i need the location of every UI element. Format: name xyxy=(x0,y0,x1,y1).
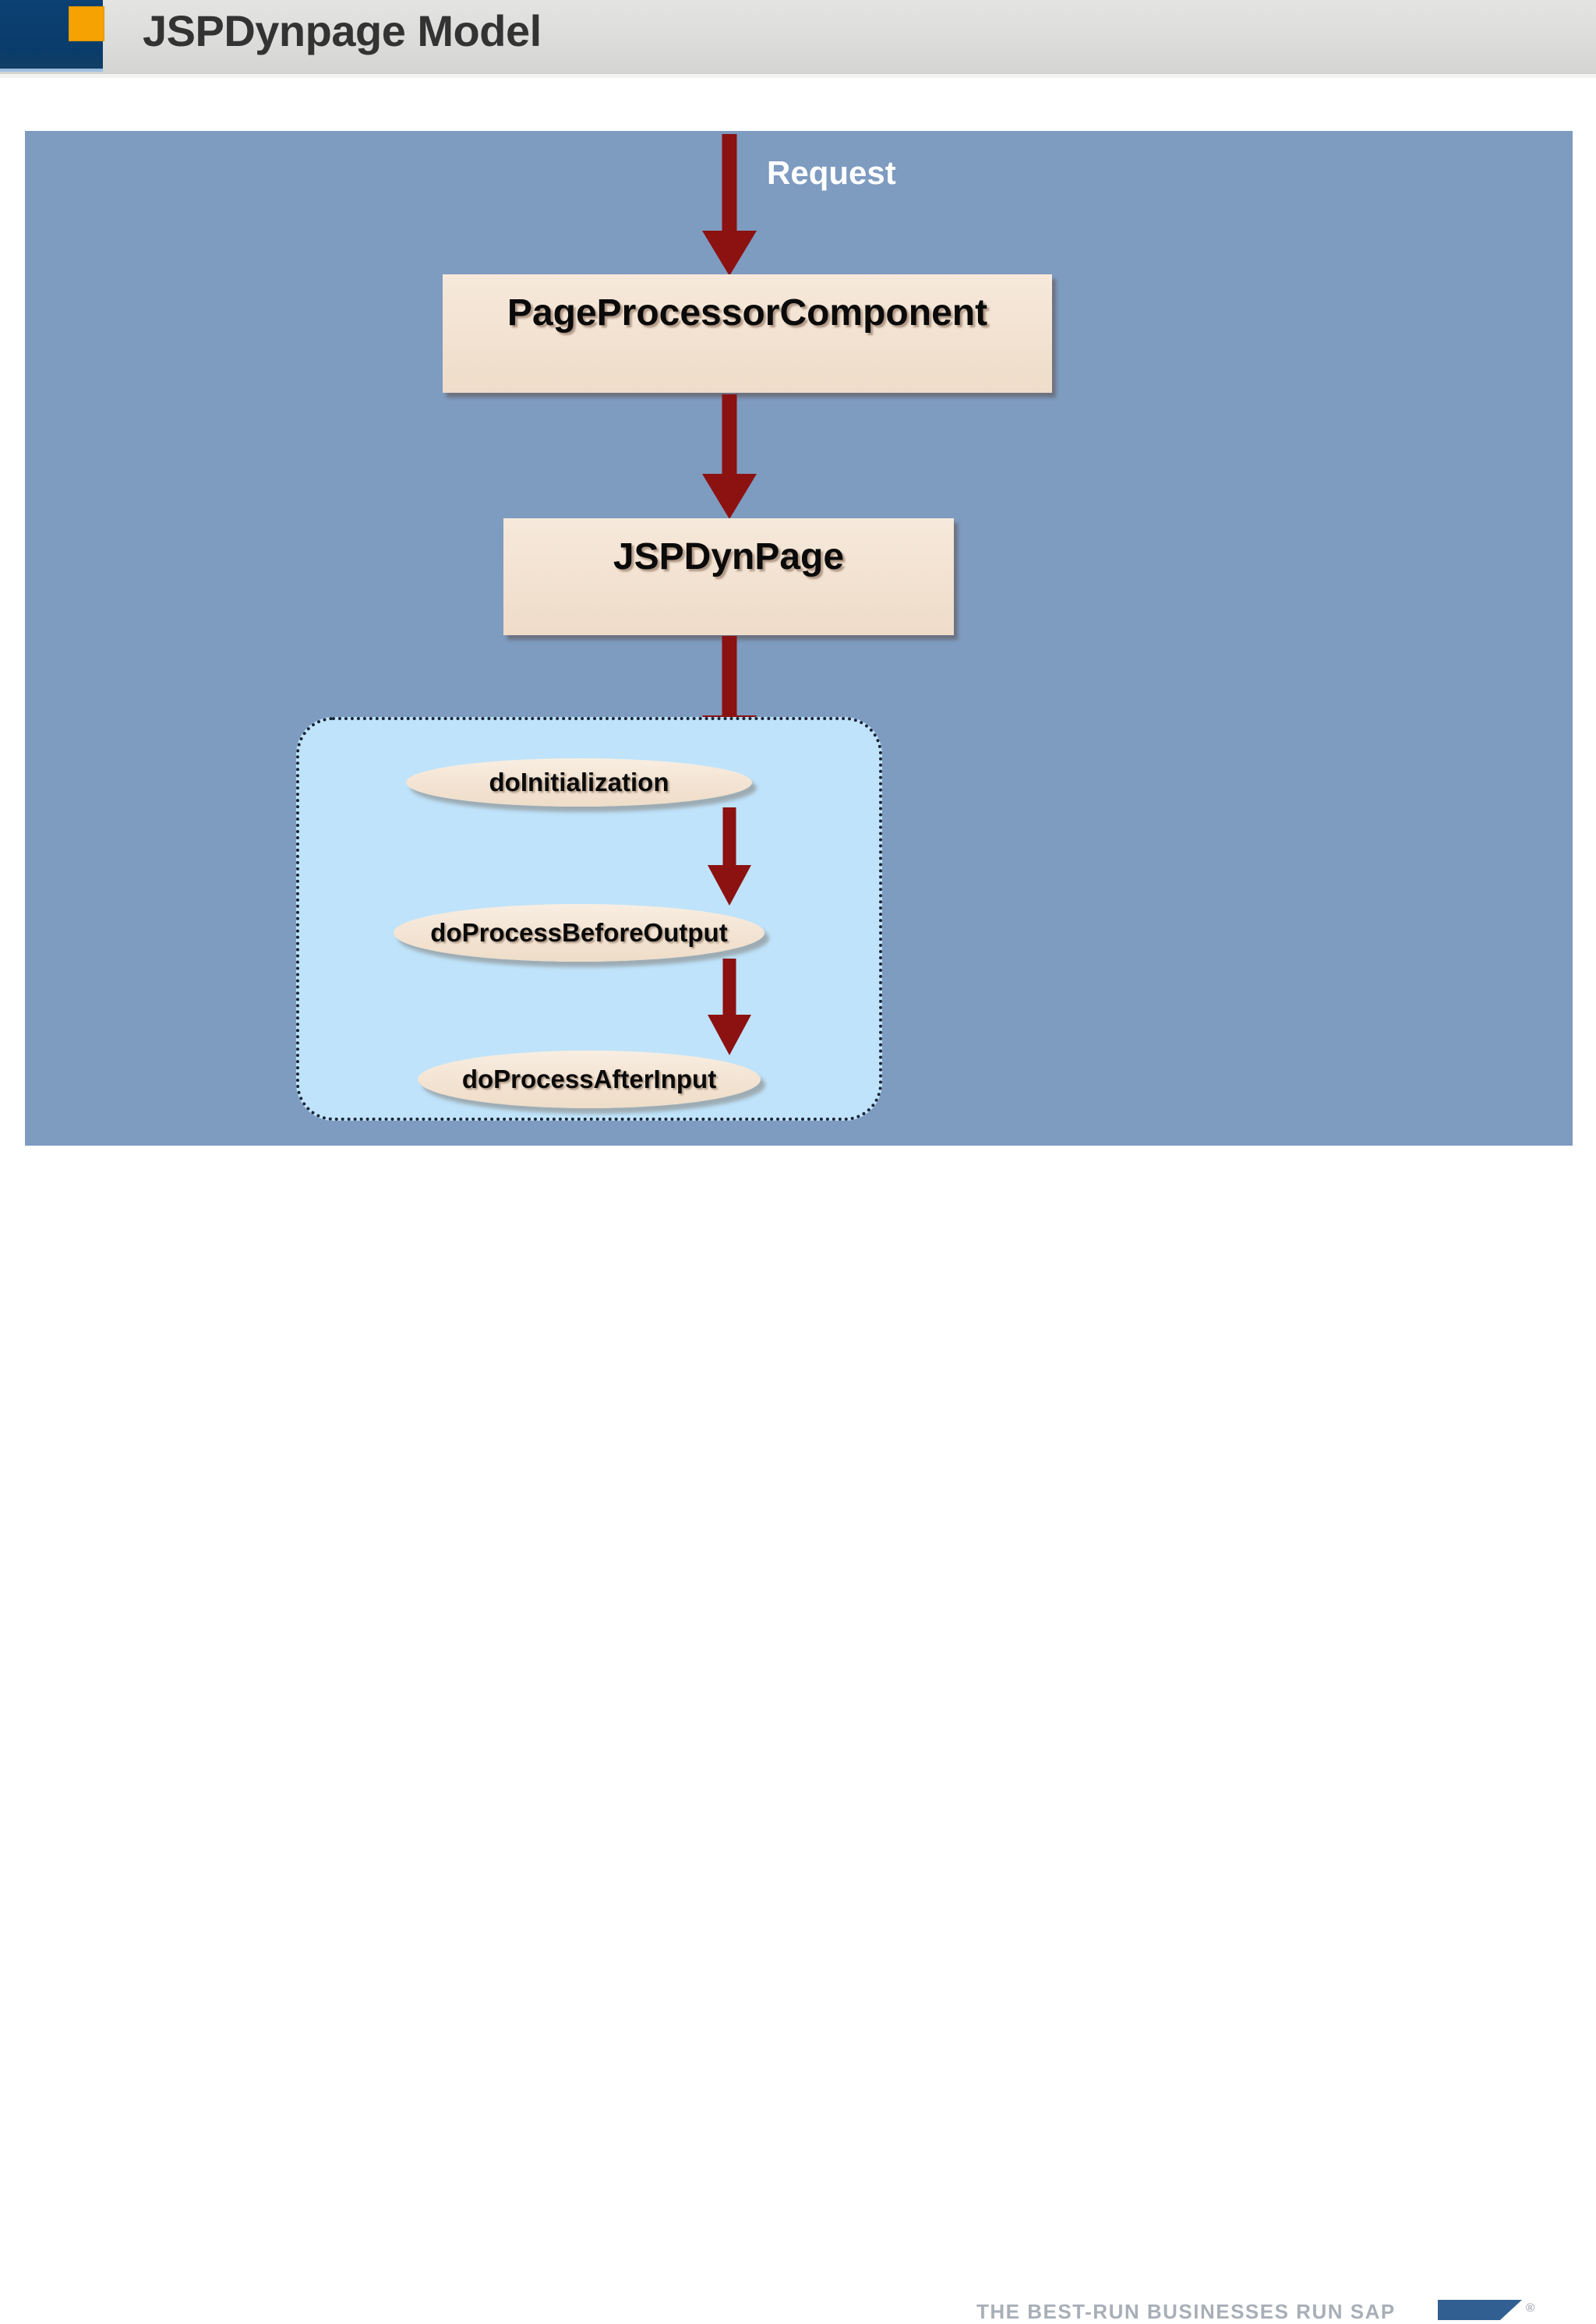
ellipse-doprocessafterinput: doProcessAfterInput xyxy=(418,1051,761,1108)
arrow-request-to-pageprocessorcomponent xyxy=(702,134,757,276)
box-pageprocessorcomponent-label: PageProcessorComponent xyxy=(507,292,988,334)
slide-content-panel: Request PageProcessorComponent JSPDynPag… xyxy=(25,131,1573,1146)
ellipse-doinitialization: doInitialization xyxy=(406,758,752,807)
page-title: JSPDynpage Model xyxy=(143,6,542,55)
arrow-pageprocessorcomponent-to-jspdynpage xyxy=(702,394,757,519)
footer-tagline: THE BEST-RUN BUSINESSES RUN SAP xyxy=(976,2300,1396,2323)
header-band xyxy=(0,0,1596,74)
registered-mark-icon: ® xyxy=(1526,2301,1535,2315)
brand-logo-block xyxy=(0,0,104,72)
request-label: Request xyxy=(767,154,896,191)
header-underline xyxy=(0,74,1596,78)
box-jspdynpage-label: JSPDynPage xyxy=(613,536,845,577)
ellipse-doprocessbeforeoutput: doProcessBeforeOutput xyxy=(394,904,764,962)
box-pageprocessorcomponent: PageProcessorComponent xyxy=(443,274,1052,393)
ellipse-doinitialization-label: doInitialization xyxy=(489,768,669,796)
orange-square-icon xyxy=(69,6,104,41)
box-jspdynpage: JSPDynPage xyxy=(503,518,954,635)
footer: THE BEST-RUN BUSINESSES RUN SAP ® xyxy=(0,1146,1596,2323)
ellipse-doprocessbeforeoutput-label: doProcessBeforeOutput xyxy=(430,918,728,947)
ellipse-doprocessafterinput-label: doProcessAfterInput xyxy=(461,1065,717,1093)
arrow-doprocessbeforeoutput-to-doprocessafterinput xyxy=(708,959,751,1055)
sap-logo xyxy=(1438,2300,1522,2320)
arrow-doinitialization-to-doprocessbeforeoutput xyxy=(708,807,751,906)
